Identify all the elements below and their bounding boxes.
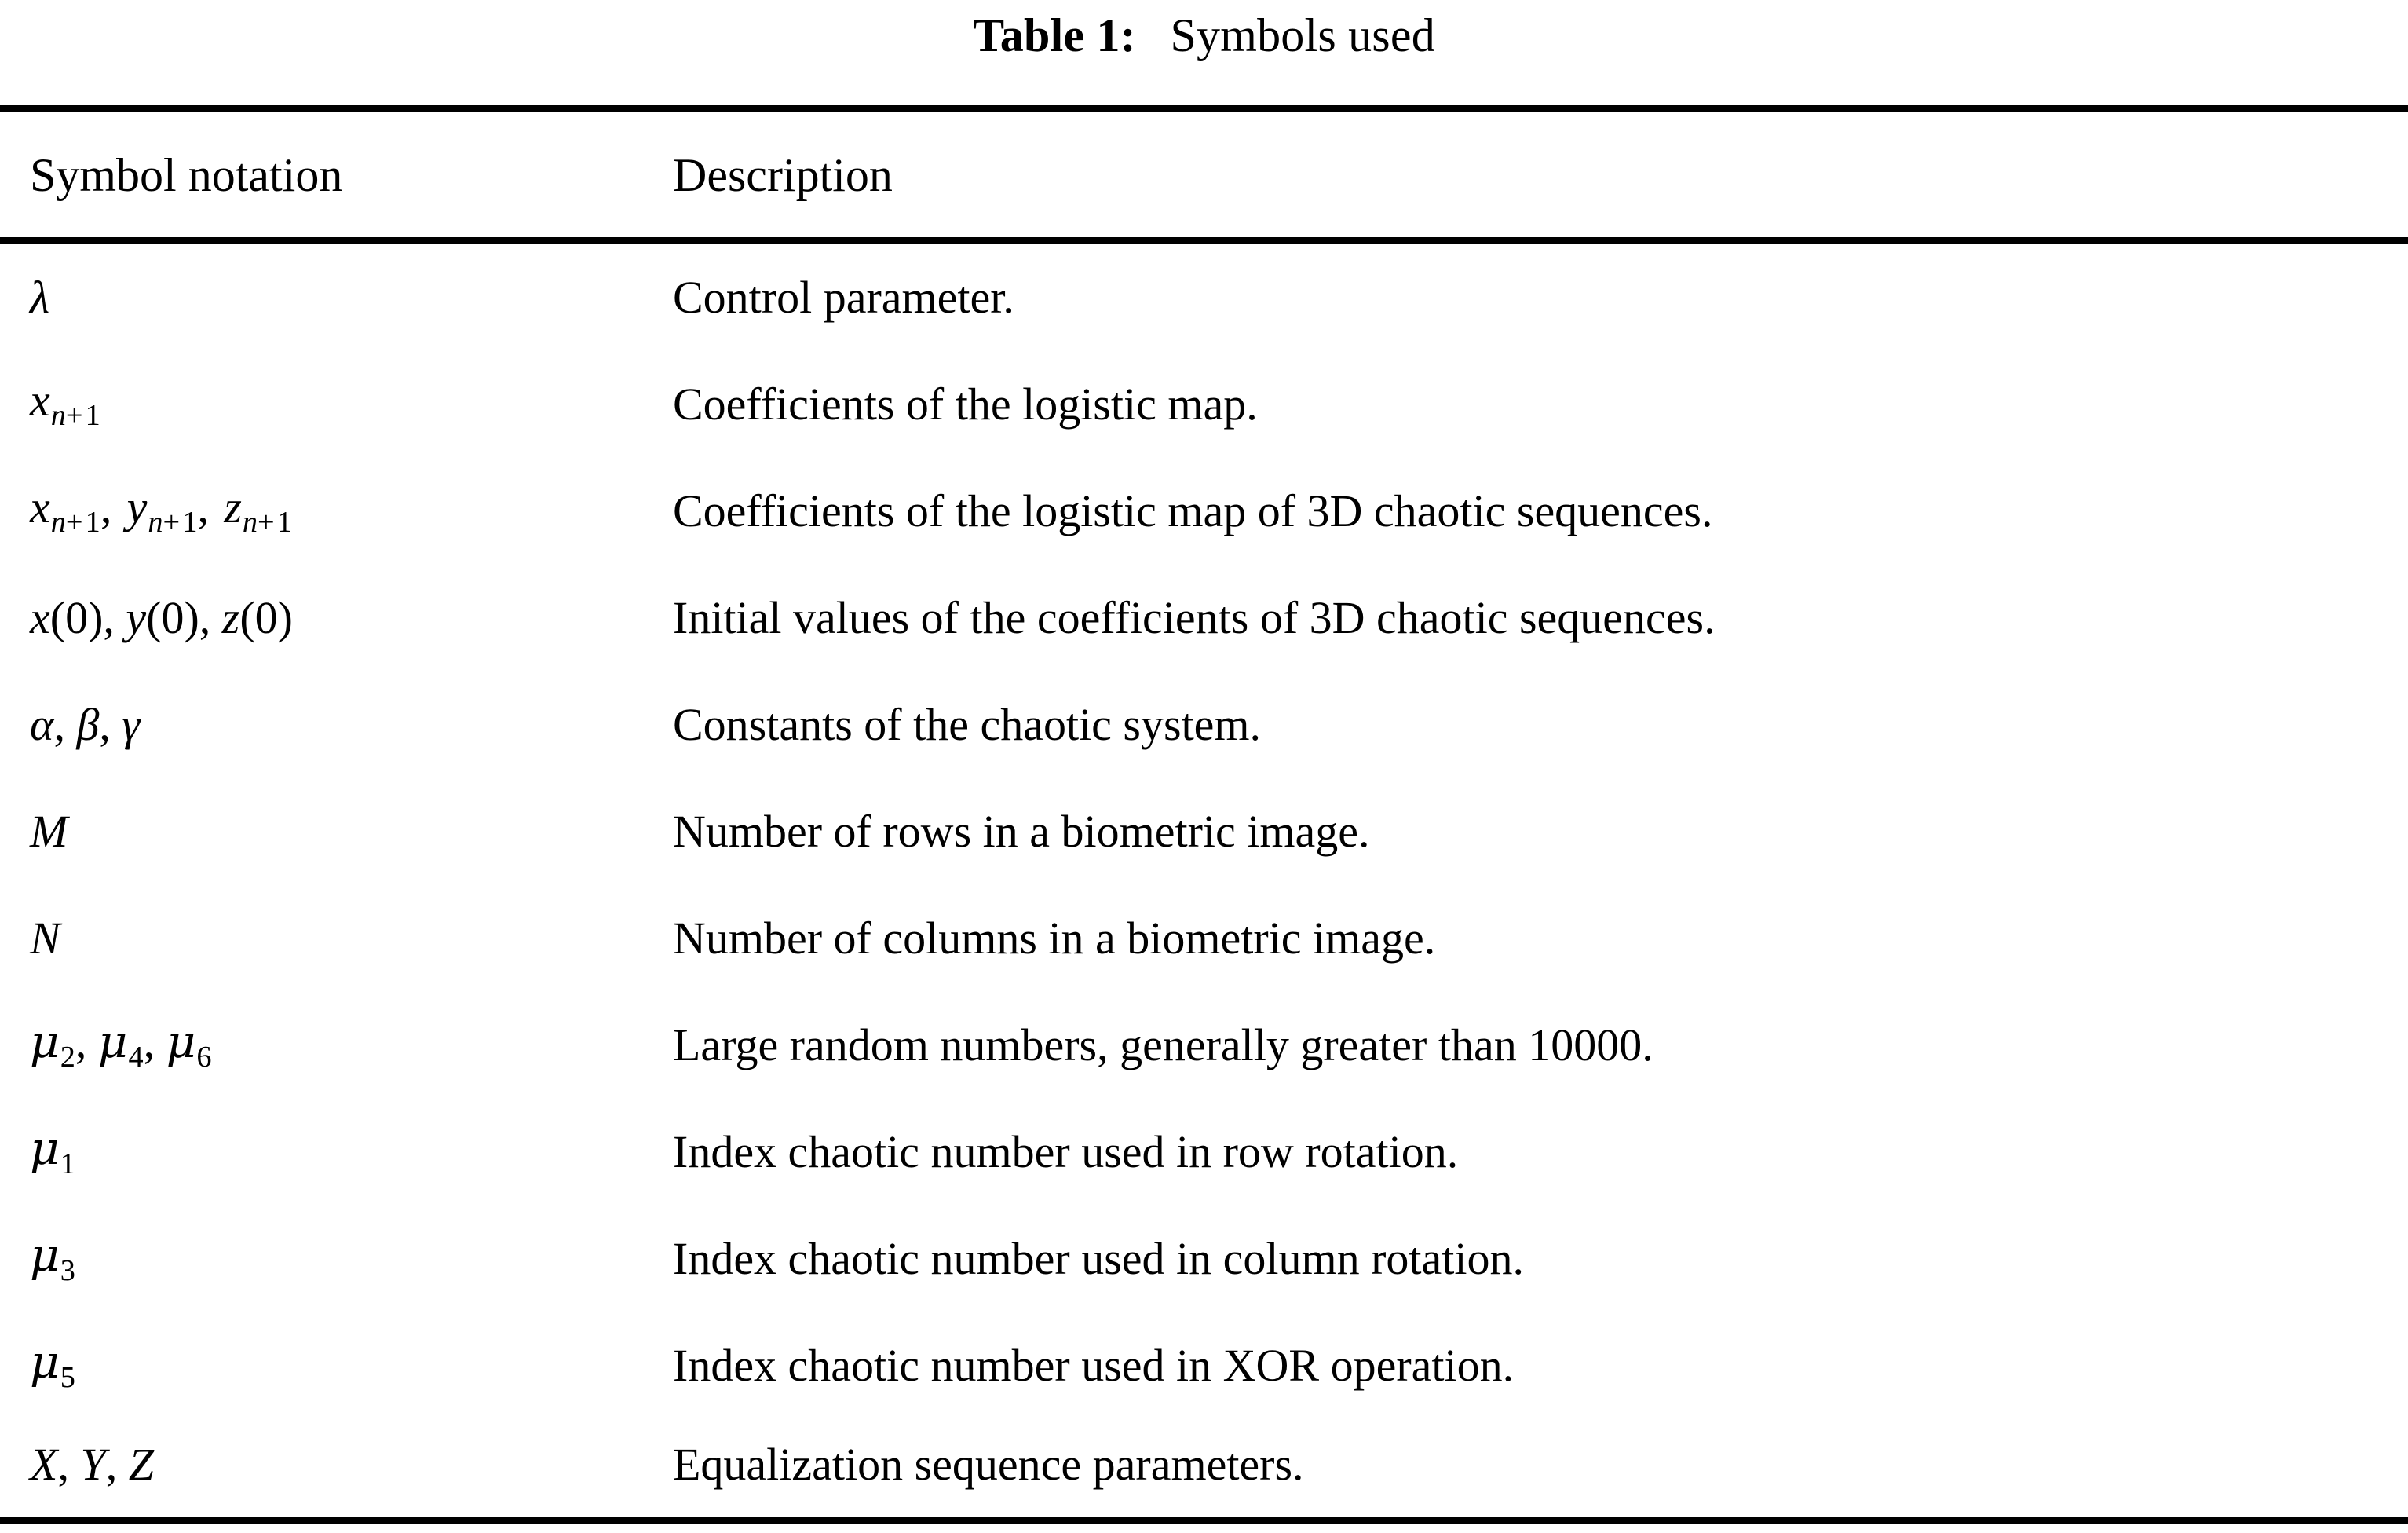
table-caption-label: Table 1: <box>973 9 1136 61</box>
cell-description: Control parameter. <box>673 272 1014 323</box>
table-row: x(0), y(0), z(0) Initial values of the c… <box>0 565 2408 671</box>
cell-description: Index chaotic number used in row rotatio… <box>673 1126 1459 1177</box>
cell-symbol: x(0), y(0), z(0) <box>30 592 293 643</box>
column-header-symbol-notation: Symbol notation <box>30 148 343 201</box>
table-row: xn+ 1, yn+ 1, zn+ 1 Coefficients of the … <box>0 458 2408 565</box>
column-header-description: Description <box>673 148 893 201</box>
cell-description: Index chaotic number used in XOR operati… <box>673 1340 1515 1391</box>
cell-description: Number of rows in a biometric image. <box>673 806 1370 857</box>
table-rule-bottom <box>0 1517 2408 1524</box>
cell-symbol: N <box>30 913 60 964</box>
cell-description: Constants of the chaotic system. <box>673 699 1262 750</box>
table-header-row: Symbol notation Description <box>0 112 2408 237</box>
cell-description: Number of columns in a biometric image. <box>673 913 1436 964</box>
table-rule-top <box>0 105 2408 112</box>
cell-symbol: λ <box>30 272 50 323</box>
cell-symbol: α, β, γ <box>30 699 141 750</box>
cell-symbol: μ1 <box>30 1121 75 1180</box>
cell-description: Coefficients of the logistic map of 3D c… <box>673 485 1713 536</box>
table-row: μ1 Index chaotic number used in row rota… <box>0 1099 2408 1206</box>
table-row: α, β, γ Constants of the chaotic system. <box>0 671 2408 778</box>
cell-symbol: xn+ 1 <box>30 375 100 433</box>
table-row: μ2, μ4, μ6 Large random numbers, general… <box>0 992 2408 1099</box>
cell-description: Coefficients of the logistic map. <box>673 379 1258 430</box>
cell-description: Initial values of the coefficients of 3D… <box>673 592 1716 643</box>
cell-symbol: μ3 <box>30 1227 75 1287</box>
cell-description: Index chaotic number used in column rota… <box>673 1233 1524 1284</box>
table-row: M Number of rows in a biometric image. <box>0 778 2408 885</box>
table-row: μ5 Index chaotic number used in XOR oper… <box>0 1312 2408 1419</box>
cell-description: Equalization sequence parameters. <box>673 1439 1304 1490</box>
table-rule-middle <box>0 237 2408 244</box>
cell-symbol: μ2, μ4, μ6 <box>30 1014 212 1074</box>
cell-description: Large random numbers, generally greater … <box>673 1019 1653 1070</box>
table-row: N Number of columns in a biometric image… <box>0 885 2408 992</box>
cell-symbol: M <box>30 806 68 857</box>
table-row: μ3 Index chaotic number used in column r… <box>0 1206 2408 1312</box>
cell-symbol: μ5 <box>30 1334 75 1394</box>
table-caption: Table 1: Symbols used <box>0 5 2408 66</box>
table-caption-text: Symbols used <box>1170 9 1435 61</box>
table-row: X, Y, Z Equalization sequence parameters… <box>0 1411 2408 1518</box>
cell-symbol: X, Y, Z <box>30 1439 154 1490</box>
table-row: xn+ 1 Coefficients of the logistic map. <box>0 351 2408 458</box>
cell-symbol: xn+ 1, yn+ 1, zn+ 1 <box>30 481 292 540</box>
table-row: λ Control parameter. <box>0 244 2408 351</box>
